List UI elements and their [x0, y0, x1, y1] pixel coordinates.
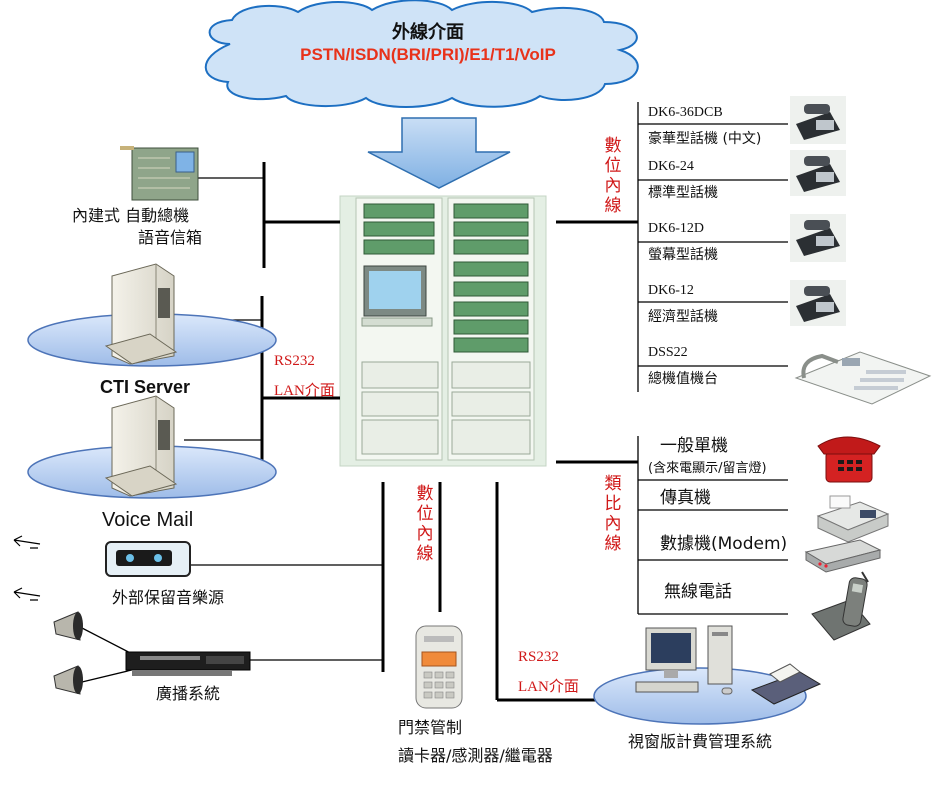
digital-extension-bus	[637, 102, 788, 392]
broadcast-label: 廣播系統	[156, 684, 221, 703]
modem-icon	[804, 539, 882, 573]
analog-device-label: 無線電話	[664, 582, 732, 602]
billing-computer-icon	[635, 625, 822, 705]
lan-left-label: LAN介面	[274, 383, 335, 399]
down-arrow-icon	[367, 117, 511, 189]
speaker-icon	[53, 611, 83, 641]
digital-phone-icon	[790, 214, 846, 262]
analog-extension-bus	[637, 436, 788, 615]
door-access-label-1: 門禁管制	[398, 718, 463, 737]
rs232-left-label: RS232	[274, 353, 315, 369]
billing-system-label: 視窗版計費管理系統	[628, 732, 773, 751]
voice-mail-label: Voice Mail	[102, 509, 194, 531]
dss-console-icon	[794, 351, 932, 405]
phone-desc-label: 標準型話機	[648, 185, 718, 201]
amplifier-icon	[125, 651, 251, 676]
phone-desc-label: 經濟型話機	[648, 309, 718, 325]
music-player-icon	[105, 541, 191, 577]
analog-device-label: 一般單機	[660, 436, 728, 456]
digital-phone-icon	[790, 96, 846, 144]
fax-machine-icon	[816, 495, 890, 543]
voice-card-label-1: 內建式 自動總機	[72, 206, 190, 225]
phone-model-label: DK6-36DCB	[648, 105, 723, 120]
cordless-phone-icon	[811, 571, 871, 641]
phone-model-label: DK6-24	[648, 159, 694, 174]
thin-lines	[81, 177, 383, 683]
phone-desc-label: 豪華型話機 (中文)	[648, 131, 762, 147]
digital-extension-label-right: 數 位 內 線	[604, 136, 622, 216]
server-icon	[104, 263, 178, 365]
cloud-subtitle: PSTN/ISDN(BRI/PRI)/E1/T1/VoIP	[300, 45, 556, 64]
phone-desc-label: 螢幕型話機	[648, 247, 718, 263]
phone-model-label: DK6-12D	[648, 221, 704, 236]
cloud-title: 外線介面	[392, 22, 464, 43]
music-source-label: 外部保留音樂源	[112, 588, 225, 607]
lan-bottom-label: LAN介面	[518, 679, 579, 695]
external-interface-cloud	[204, 0, 639, 108]
left-bus-lines	[260, 162, 638, 702]
server-icon	[104, 395, 178, 497]
digital-phone-icon	[790, 280, 846, 326]
signal-arrow-icon	[13, 535, 41, 601]
voice-card-icon	[120, 146, 199, 201]
door-access-panel-icon	[415, 625, 463, 709]
analog-device-sub-label: (含來電顯示/留言燈)	[648, 461, 767, 476]
digital-phone-icon	[790, 150, 846, 196]
red-phone-icon	[817, 436, 881, 483]
speaker-icon	[53, 665, 83, 695]
analog-device-label: 數據機(Modem)	[660, 534, 788, 554]
digital-extension-label-bottom: 數 位 內 線	[416, 484, 434, 564]
phone-desc-label: 總機值機台	[648, 371, 718, 387]
pbx-cabinet	[339, 195, 547, 467]
analog-device-label: 傳真機	[660, 488, 711, 508]
analog-extension-label-right: 類 比 內 線	[604, 474, 622, 554]
door-access-label-2: 讀卡器/感測器/繼電器	[398, 746, 553, 765]
phone-model-label: DSS22	[648, 345, 688, 360]
phone-model-label: DK6-12	[648, 283, 694, 298]
rs232-bottom-label: RS232	[518, 649, 559, 665]
cti-server-label: CTI Server	[100, 377, 191, 397]
voice-card-label-2: 語音信箱	[138, 228, 203, 247]
